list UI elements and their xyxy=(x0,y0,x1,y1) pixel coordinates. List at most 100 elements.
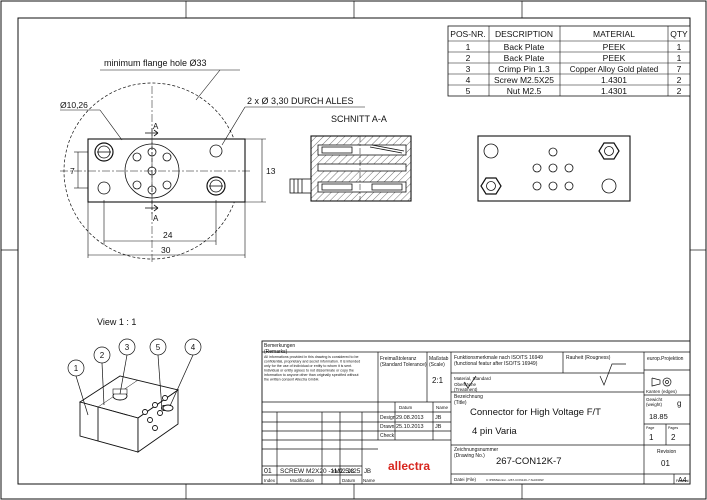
balloon-2-label: 2 xyxy=(100,351,105,360)
nut-left-hole xyxy=(483,143,499,159)
dimension-24: 24 xyxy=(163,230,173,240)
drawing-number-label: Zeichnungsnummer(Drawing No.) xyxy=(454,447,499,459)
bom-cell: Back Plate xyxy=(504,53,545,63)
bom-cell: Copper Alloy Gold plated xyxy=(570,65,659,74)
nut-right xyxy=(598,142,620,160)
revision-name: JB xyxy=(364,469,371,475)
front-view xyxy=(60,82,250,262)
title-label: Bezeichnung(Title) xyxy=(454,394,483,406)
file-value: C:\PDMWorks\...\267-CON12K-7.SLDDRW xyxy=(486,478,544,482)
design-name: JB xyxy=(435,415,442,421)
function-label: Funktionsmerkmale nach ISO/TS 16949(func… xyxy=(454,355,543,367)
drawing-title-line1: Connector for High Voltage F/T xyxy=(470,407,601,418)
side-view xyxy=(477,135,631,202)
revision-value: 01 xyxy=(661,459,670,468)
bom-cell: 2 xyxy=(677,75,682,85)
bom-cell: 5 xyxy=(466,86,471,96)
format-value: A4 xyxy=(678,477,687,484)
front-dimensions xyxy=(60,69,365,258)
drawn-date: 25.10.2013 xyxy=(396,424,424,430)
revision-index-value: 01 xyxy=(264,468,272,475)
drawn-name: JB xyxy=(435,424,442,430)
screw-left xyxy=(94,142,114,195)
revision-modification-text: SCREW M2X20 ->M2.5X25 xyxy=(280,468,361,475)
bom-header-description: DESCRIPTION xyxy=(495,29,553,39)
bom-cell: PEEK xyxy=(603,42,626,52)
disclaimer-text: All informations provided in this drawin… xyxy=(264,355,361,382)
roughness-label: Rauheit (Rougness) xyxy=(566,355,611,361)
bom-cell: 2 xyxy=(466,53,471,63)
bom-cell: 1 xyxy=(677,42,682,52)
nut-right-hole xyxy=(601,178,617,194)
nut-left xyxy=(480,177,502,195)
name-header: Name xyxy=(436,405,449,410)
bom-header-qty: QTY xyxy=(670,29,688,39)
modification-label: Modification xyxy=(290,478,315,483)
pages-value: 2 xyxy=(671,433,676,442)
screw-right xyxy=(206,144,226,196)
weight-value: 18.85 xyxy=(649,412,668,421)
revision-date: 11.02.13 xyxy=(331,469,355,475)
dimension-30: 30 xyxy=(161,245,171,255)
bom-header-material: MATERIAL xyxy=(593,29,635,39)
page-label: Page xyxy=(646,426,654,430)
drawing-number: 267-CON12K-7 xyxy=(496,456,561,467)
bom-cell: Screw M2.5X25 xyxy=(494,75,554,85)
check-label: Check xyxy=(380,433,395,439)
section-marker-top: A xyxy=(153,122,159,131)
flange-hole-dimension: minimum flange hole Ø33 xyxy=(104,58,207,68)
drawn-label: Drawn xyxy=(380,424,395,430)
view-scale-label: View 1 : 1 xyxy=(97,317,136,327)
bom-cell: 2 xyxy=(677,86,682,96)
scale-value: 2:1 xyxy=(432,376,444,385)
bom-cell: Back Plate xyxy=(504,42,545,52)
logo-text: allectra xyxy=(388,459,430,473)
side-pin-holes xyxy=(532,147,574,191)
edges-label: Kanten (edges) xyxy=(646,389,677,394)
bom-cell: 7 xyxy=(677,64,682,74)
bom-header-pos: POS-NR. xyxy=(450,29,485,39)
section-view xyxy=(289,135,412,202)
file-label: Datei (File) xyxy=(454,477,477,482)
bom-cell: Crimp Pin 1.3 xyxy=(498,64,550,74)
page-value: 1 xyxy=(649,433,654,442)
bom-cell: 1.4301 xyxy=(601,75,627,85)
section-marker-bottom: A xyxy=(153,214,159,223)
bom-cell: 1.4301 xyxy=(601,86,627,96)
balloons xyxy=(67,338,202,416)
pages-label: Pages xyxy=(668,426,678,430)
revision-label: Revision xyxy=(657,449,676,455)
design-label: Design xyxy=(380,415,396,421)
tolerance-label: Freimaßtoleranz(Standard Tolerance) xyxy=(380,356,427,368)
revision-name-label: Name xyxy=(363,478,376,483)
dimension-13: 13 xyxy=(266,166,276,176)
balloon-3-label: 3 xyxy=(125,343,130,352)
material-label: Material, Standard xyxy=(454,376,491,381)
datum-header: Datum xyxy=(399,405,413,410)
holes-dimension: 2 x Ø 3,30 DURCH ALLES xyxy=(247,96,354,106)
allectra-logo: allectra xyxy=(388,459,430,473)
dimension-7: 7 xyxy=(70,166,75,176)
scale-label: Maßstab(Scale) xyxy=(429,356,449,368)
bom-cell: 1 xyxy=(677,53,682,63)
drawing-title-line2: 4 pin Varia xyxy=(472,426,517,437)
revision-datum-label: Datum xyxy=(342,478,356,483)
balloon-4-label: 4 xyxy=(191,343,196,352)
bom-cell: 1 xyxy=(466,42,471,52)
bom-cell: 4 xyxy=(466,75,471,85)
title-block xyxy=(261,340,691,485)
bom-cell: Nut M2.5 xyxy=(507,86,542,96)
diameter-dimension: Ø10,26 xyxy=(60,100,88,110)
balloon-1-label: 1 xyxy=(74,364,79,373)
weight-label: Gewicht(weight) xyxy=(646,397,663,407)
remarks-label: Bemerkungen(Remarks) xyxy=(264,343,295,355)
surface-label: Oberfläche(Treatment) xyxy=(454,382,478,392)
balloon-5-label: 5 xyxy=(156,343,161,352)
projection-label: europ.Projektion xyxy=(647,356,684,362)
isometric-view xyxy=(78,375,180,453)
bom-cell: 3 xyxy=(466,64,471,74)
bom-table: POS-NR. DESCRIPTION MATERIAL QTY 1 Back … xyxy=(447,25,691,97)
weight-unit: g xyxy=(677,399,681,408)
